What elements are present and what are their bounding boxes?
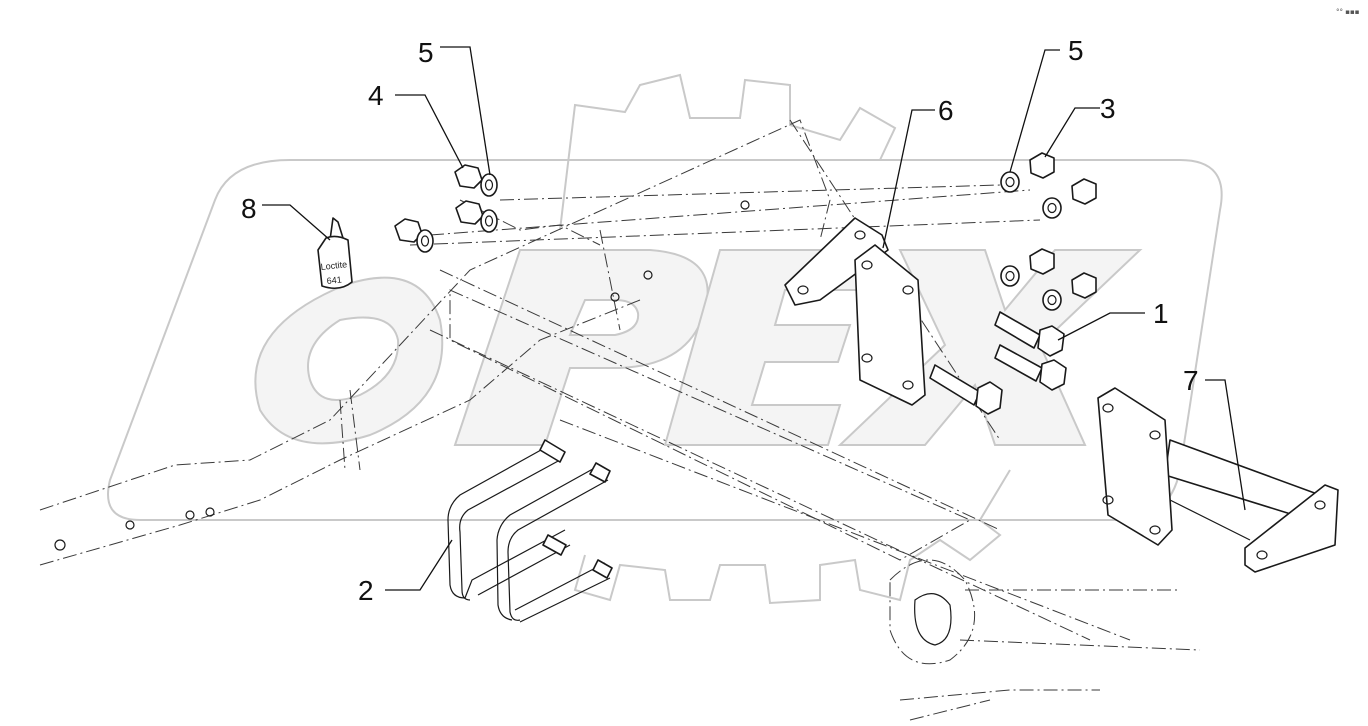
part-8-loctite-bottle: Loctite 641 bbox=[317, 217, 353, 290]
plate-hole-2 bbox=[902, 285, 914, 295]
leader-4 bbox=[395, 94, 464, 169]
plate-hole-3 bbox=[861, 353, 873, 363]
frame-rail-lower bbox=[39, 299, 641, 566]
bottle-label-line2: 641 bbox=[326, 274, 342, 286]
u-bolt-a-outer-2 bbox=[459, 459, 561, 601]
spring-eye-inner bbox=[914, 593, 952, 646]
bottle-body bbox=[317, 235, 353, 290]
bracket-hole-2 bbox=[854, 230, 866, 240]
spring-eye bbox=[889, 559, 976, 665]
callout-8: 8 bbox=[241, 193, 257, 224]
callout-2: 2 bbox=[358, 575, 374, 606]
bracket-hole-1 bbox=[797, 285, 809, 295]
leader-6 bbox=[882, 109, 935, 249]
nut-r4 bbox=[1071, 272, 1097, 299]
hanger-hole-4 bbox=[1149, 525, 1161, 535]
callout-3: 3 bbox=[1100, 93, 1116, 124]
bracket-plate bbox=[854, 244, 926, 406]
dash-line-a bbox=[409, 184, 1041, 246]
washer-5c-hole bbox=[420, 235, 430, 247]
washer-r2 bbox=[1042, 197, 1062, 219]
washer-r3 bbox=[1000, 265, 1020, 287]
part-6-mounting-bracket bbox=[784, 217, 926, 406]
callout-4: 4 bbox=[368, 80, 384, 111]
frame-crossmember bbox=[449, 289, 972, 561]
leader-lines bbox=[262, 46, 1246, 591]
u-bolt-b-outer-2 bbox=[507, 479, 609, 621]
bracket-upper-flange bbox=[784, 217, 889, 306]
u-bolt-a-outer bbox=[447, 444, 551, 599]
foot-hole-1 bbox=[1256, 550, 1268, 560]
hanger-hole-1 bbox=[1102, 403, 1114, 413]
washer-5a-hole bbox=[484, 179, 494, 191]
washer-5b-hole bbox=[484, 215, 494, 227]
callout-labels: 1 2 3 4 5 5 6 7 8 bbox=[241, 35, 1199, 606]
nut-r3 bbox=[1029, 248, 1055, 275]
leader-5b bbox=[1009, 49, 1060, 173]
washer-5a bbox=[480, 173, 498, 197]
left-fastener-group bbox=[394, 164, 498, 253]
leader-2 bbox=[385, 539, 453, 591]
bolt-c-shank bbox=[929, 364, 981, 406]
foot-hole-2 bbox=[1314, 500, 1326, 510]
washer-r3-hole bbox=[1005, 270, 1015, 282]
washer-r1 bbox=[1000, 171, 1020, 193]
nut-r1 bbox=[1029, 152, 1055, 179]
callout-1: 1 bbox=[1153, 298, 1169, 329]
washer-r4-hole bbox=[1047, 294, 1057, 306]
washer-r4 bbox=[1042, 289, 1062, 311]
hanger-tube-lower bbox=[1169, 499, 1251, 541]
frame-rail-upper bbox=[39, 119, 831, 511]
right-fastener-group bbox=[1000, 152, 1097, 311]
bolt-c-head bbox=[975, 381, 1003, 415]
leader-5a bbox=[440, 46, 491, 176]
corner-mark: °° ▪▪▪ bbox=[1336, 8, 1360, 16]
bolt-a-head bbox=[1037, 325, 1065, 357]
callout-5b: 5 bbox=[1068, 35, 1084, 66]
frame-rail-side bbox=[339, 229, 621, 471]
hanger-foot bbox=[1244, 484, 1339, 573]
bottle-label-line1: Loctite bbox=[320, 259, 347, 272]
chassis-outline bbox=[39, 119, 1201, 721]
leader-3 bbox=[1044, 107, 1100, 158]
u-bolt-threads bbox=[539, 439, 613, 579]
hanger-hole-3 bbox=[1102, 495, 1114, 505]
u-bolt-b-outer bbox=[496, 464, 601, 621]
bolt-b-shank bbox=[994, 344, 1043, 382]
part-1-bolts bbox=[929, 311, 1067, 415]
hanger-plate bbox=[1097, 387, 1173, 546]
bolt-b-head bbox=[1039, 359, 1067, 391]
watermark-letter-p bbox=[453, 249, 709, 446]
callout-5a: 5 bbox=[418, 37, 434, 68]
washer-r2-hole bbox=[1047, 202, 1057, 214]
watermark-gear bbox=[559, 73, 1011, 605]
bolt-a-shank bbox=[994, 311, 1041, 349]
callout-6: 6 bbox=[938, 95, 954, 126]
washer-5b bbox=[480, 209, 498, 233]
nut-r2 bbox=[1071, 178, 1097, 205]
watermark-letter-o bbox=[254, 276, 444, 445]
leader-8 bbox=[262, 204, 331, 241]
u-bolt-b-leg bbox=[514, 562, 611, 623]
frame-holes bbox=[54, 200, 750, 551]
leader-1 bbox=[1057, 312, 1145, 341]
u-bolt-a-leg bbox=[464, 529, 571, 599]
leader-7 bbox=[1205, 379, 1246, 511]
callout-7: 7 bbox=[1183, 365, 1199, 396]
part-2-u-bolts bbox=[447, 439, 613, 623]
plate-hole-1 bbox=[861, 260, 873, 270]
washer-5c bbox=[416, 229, 434, 253]
washer-r1-hole bbox=[1005, 176, 1015, 188]
nut-4a bbox=[454, 164, 483, 189]
leaf-spring bbox=[899, 589, 1201, 721]
nut-4b bbox=[455, 200, 484, 225]
part-7-spring-hanger bbox=[1097, 387, 1339, 573]
hanger-hole-2 bbox=[1149, 430, 1161, 440]
plate-hole-4 bbox=[902, 380, 914, 390]
